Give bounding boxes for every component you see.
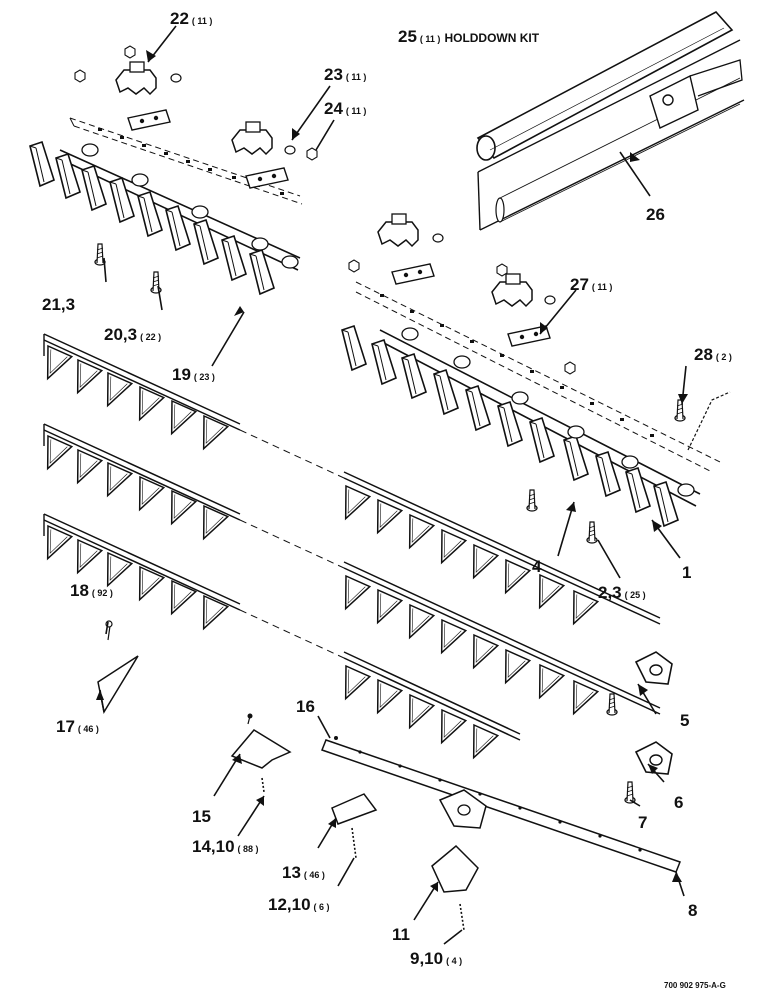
drawing-code: 700 902 975-A-G	[664, 981, 726, 990]
callout-2: 2,3( 25 )	[598, 583, 646, 602]
callout-11: 11	[392, 925, 410, 944]
callout-21: 21,3	[42, 295, 75, 314]
callout-26: 26	[646, 205, 665, 224]
leader-lines	[99, 25, 687, 945]
callout-8: 8	[688, 901, 697, 920]
callout-12: 12,10( 6 )	[268, 895, 330, 914]
callout-9: 9,10( 4 )	[410, 949, 462, 968]
callout-1: 1	[682, 563, 691, 582]
callout-28: 28( 2 )	[694, 345, 732, 364]
callout-labels: 22( 11 ) 25( 11 )HOLDDOWN KIT 23( 11 ) 2…	[42, 9, 732, 990]
callout-16: 16	[296, 697, 315, 716]
callout-4: 4	[532, 557, 542, 576]
sickle-back-bar	[321, 736, 681, 873]
callout-17: 17( 46 )	[56, 717, 99, 736]
callout-22: 22( 11 )	[170, 9, 212, 28]
callout-6: 6	[674, 793, 683, 812]
callout-5: 5	[680, 711, 689, 730]
callout-13: 13( 46 )	[282, 863, 325, 882]
upper-left-guard-assembly	[29, 45, 318, 295]
callout-19: 19( 23 )	[172, 365, 215, 384]
callout-14: 14,10( 88 )	[192, 837, 259, 856]
sickle-bars	[35, 333, 673, 804]
callout-15: 15	[192, 807, 211, 826]
callout-20: 20,3( 22 )	[104, 325, 161, 344]
callout-7: 7	[638, 813, 647, 832]
callout-18: 18( 92 )	[70, 581, 113, 600]
callout-25: 25( 11 )HOLDDOWN KIT	[398, 27, 540, 46]
callout-27: 27( 11 )	[570, 275, 612, 294]
arrow-heads	[96, 50, 688, 892]
callout-24: 24( 11 )	[324, 99, 366, 118]
holddown-tube	[476, 10, 745, 231]
callout-23: 23( 11 )	[324, 65, 366, 84]
right-guard-assembly	[341, 213, 731, 544]
